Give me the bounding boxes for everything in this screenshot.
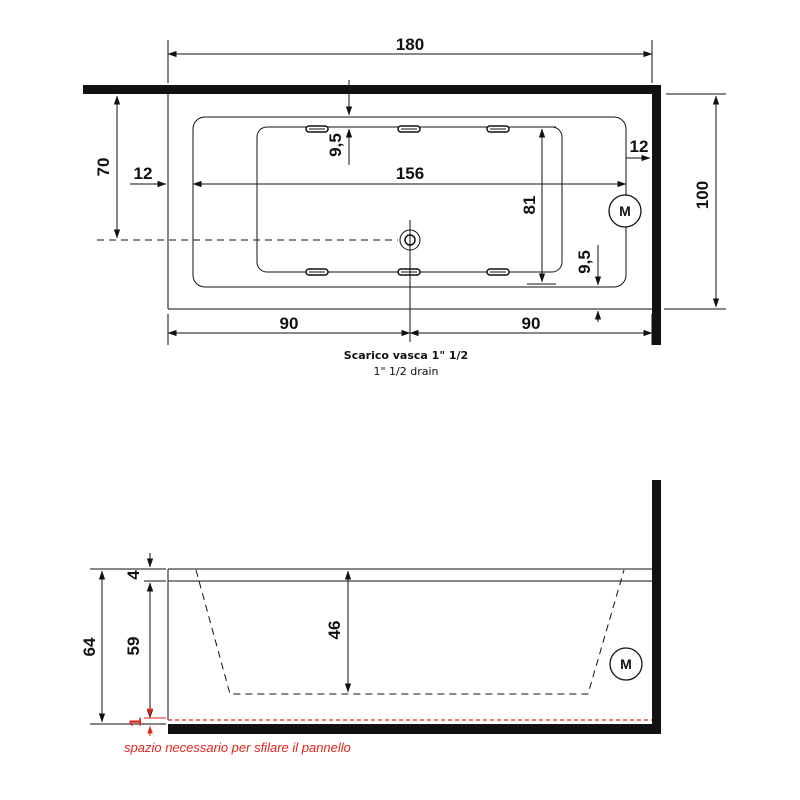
section-wall-right xyxy=(652,480,661,734)
dim-rim-thickness: 4 xyxy=(124,570,143,580)
dimension-arrow-icon xyxy=(144,708,166,736)
jets xyxy=(305,125,510,276)
motor-icon: M xyxy=(609,647,643,681)
dimension-arrow-icon xyxy=(527,126,556,285)
plan-wall-right xyxy=(652,85,661,345)
section-floor xyxy=(168,724,661,734)
dim-overall-width: 100 xyxy=(693,181,712,209)
plan-motor-label: M xyxy=(619,203,631,219)
jet-icon xyxy=(397,125,421,133)
dim-inner-depth: 46 xyxy=(325,621,344,640)
jet-icon xyxy=(305,125,329,133)
jet-icon xyxy=(486,125,510,133)
dim-half-right: 90 xyxy=(522,314,541,333)
dim-drain-from-wall: 70 xyxy=(94,158,113,177)
dimension-arrow-icon xyxy=(664,93,726,310)
panel-note: spazio necessario per sfilare il pannell… xyxy=(124,740,351,755)
dim-half-left: 90 xyxy=(280,314,299,333)
drain-caption-en: 1" 1/2 drain xyxy=(373,365,438,378)
drain-caption: Scarico vasca 1" 1/2 xyxy=(344,349,468,362)
dim-jet-offset-top: 9,5 xyxy=(326,133,345,157)
dim-jet-offset-bottom: 9,5 xyxy=(575,250,594,274)
dimension-arrow-icon xyxy=(192,172,627,196)
dim-rim-left: 12 xyxy=(134,164,153,183)
dimension-arrow-icon xyxy=(167,40,653,83)
jet-icon xyxy=(486,268,510,276)
dimension-arrow-icon xyxy=(90,568,166,725)
section-motor-label: M xyxy=(620,656,632,672)
jet-icon xyxy=(305,268,329,276)
dim-panel-gap: 1 xyxy=(126,717,145,726)
dim-overall-length: 180 xyxy=(396,35,424,54)
dimension-arrow-icon xyxy=(167,314,653,345)
dim-inner-width: 81 xyxy=(520,196,539,215)
dim-rim-right: 12 xyxy=(630,137,649,156)
plan-view: M 180 156 12 12 70 xyxy=(83,35,726,378)
jet-icon xyxy=(397,268,421,276)
dimension-arrow-icon xyxy=(338,80,360,165)
plan-wall-top xyxy=(83,85,661,94)
dim-body-height: 59 xyxy=(124,637,143,656)
dimension-arrow-icon xyxy=(144,553,166,597)
tub-inner-profile xyxy=(195,569,625,695)
dimension-arrow-icon xyxy=(585,245,608,322)
dim-inner-length: 156 xyxy=(396,164,424,183)
dim-total-height: 64 xyxy=(80,637,99,656)
motor-icon: M xyxy=(608,194,642,228)
tub-section-outline xyxy=(167,568,652,720)
section-view: M 64 4 59 46 1 xyxy=(80,480,661,755)
